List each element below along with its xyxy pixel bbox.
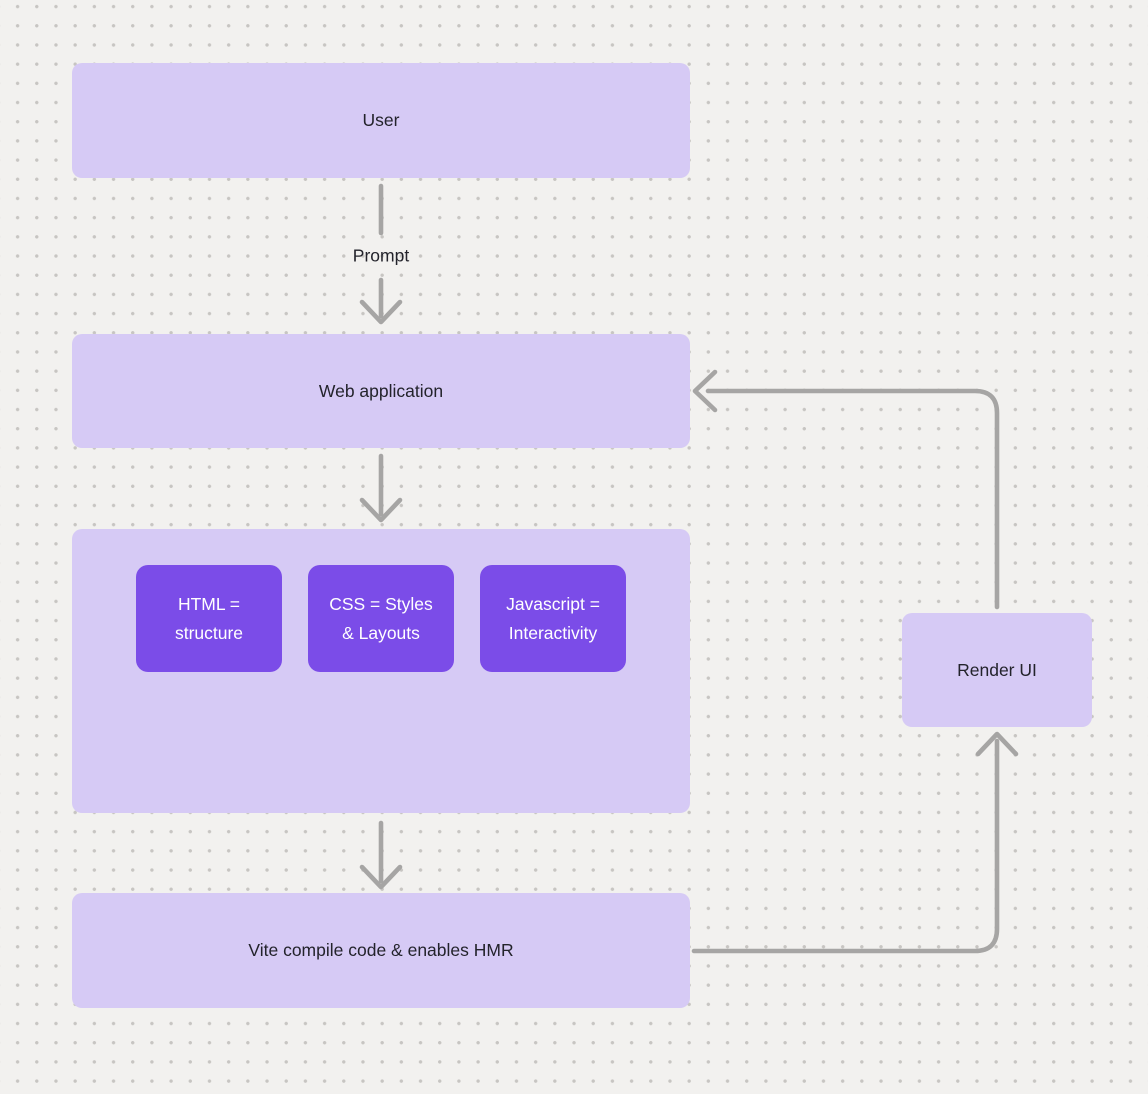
- edge-user-webapp: [359, 183, 403, 325]
- node-render-ui: Render UI: [902, 613, 1092, 727]
- arrowhead-down-icon: [359, 864, 403, 890]
- chip-css: CSS = Styles & Layouts: [308, 565, 454, 672]
- node-web-application-label: Web application: [318, 380, 444, 401]
- node-user-label: User: [362, 110, 400, 130]
- chip-javascript-line1: Javascript =: [506, 593, 600, 614]
- chip-css-line1: CSS = Styles: [329, 593, 433, 614]
- chip-css-line2: & Layouts: [342, 622, 420, 643]
- chip-row: HTML = structure CSS = Styles & Layouts …: [72, 565, 690, 672]
- chip-html-line1: HTML =: [177, 593, 241, 614]
- chip-html-line2: structure: [174, 622, 244, 643]
- edge-render-webapp: [692, 369, 1000, 610]
- chip-javascript: Javascript = Interactivity: [480, 565, 626, 672]
- node-vite-label: Vite compile code & enables HMR: [248, 940, 514, 960]
- node-render-ui-label: Render UI: [957, 659, 1037, 680]
- node-web-application: Web application: [72, 334, 690, 448]
- edge-vite-render: [691, 731, 1019, 954]
- chip-javascript-line2: Interactivity: [508, 622, 598, 643]
- node-react-components-group: HTML = structure CSS = Styles & Layouts …: [72, 529, 690, 813]
- node-user: User: [72, 63, 690, 178]
- edge-label-prompt: Prompt: [352, 245, 410, 266]
- edge-components-vite: [359, 820, 403, 890]
- arrowhead-left-icon: [692, 369, 718, 413]
- arrowhead-up-icon: [975, 731, 1019, 757]
- edge-webapp-components: [359, 453, 403, 523]
- arrowhead-down-icon: [359, 299, 403, 325]
- chip-html: HTML = structure: [136, 565, 282, 672]
- arrowhead-down-icon: [359, 497, 403, 523]
- node-vite: Vite compile code & enables HMR: [72, 893, 690, 1008]
